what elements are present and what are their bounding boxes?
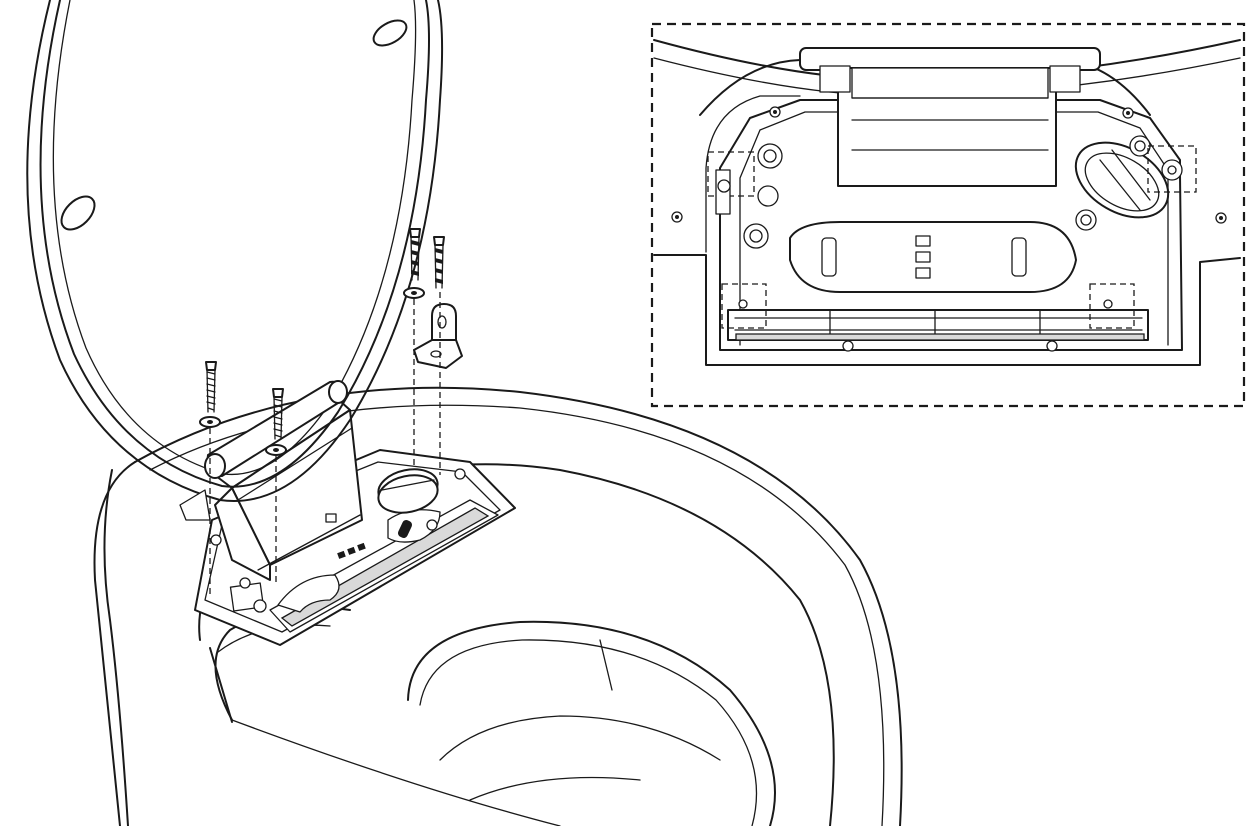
- highlight-bottom-right: [1089, 283, 1135, 329]
- toilet-lid-open: [26, 0, 444, 502]
- screw-right-1: [409, 228, 421, 281]
- detail-bottom-rail: [727, 309, 1149, 352]
- detail-hinge-block: [799, 47, 1101, 187]
- detail-highlight-boxes: [707, 145, 1197, 329]
- detail-corner-screws: [671, 106, 1227, 224]
- highlight-top-right: [1147, 145, 1197, 193]
- detail-mount-studs: [743, 135, 1151, 249]
- detail-release-oval: [1074, 141, 1170, 219]
- detail-inset: [650, 22, 1246, 408]
- screw-left-2: [272, 388, 284, 440]
- highlight-bottom-left: [721, 283, 767, 329]
- screw-right-2: [433, 236, 445, 289]
- toilet-main-view: [26, 0, 903, 826]
- l-bracket: [413, 303, 463, 369]
- hinge-barrel: [179, 380, 348, 521]
- inset-border: [650, 22, 1246, 408]
- toilet-bowl-opening: [407, 620, 776, 826]
- screw-left-1: [205, 361, 217, 413]
- detail-center-track: [789, 221, 1077, 293]
- seat-release-button: [377, 468, 439, 514]
- highlight-top-left: [707, 151, 755, 197]
